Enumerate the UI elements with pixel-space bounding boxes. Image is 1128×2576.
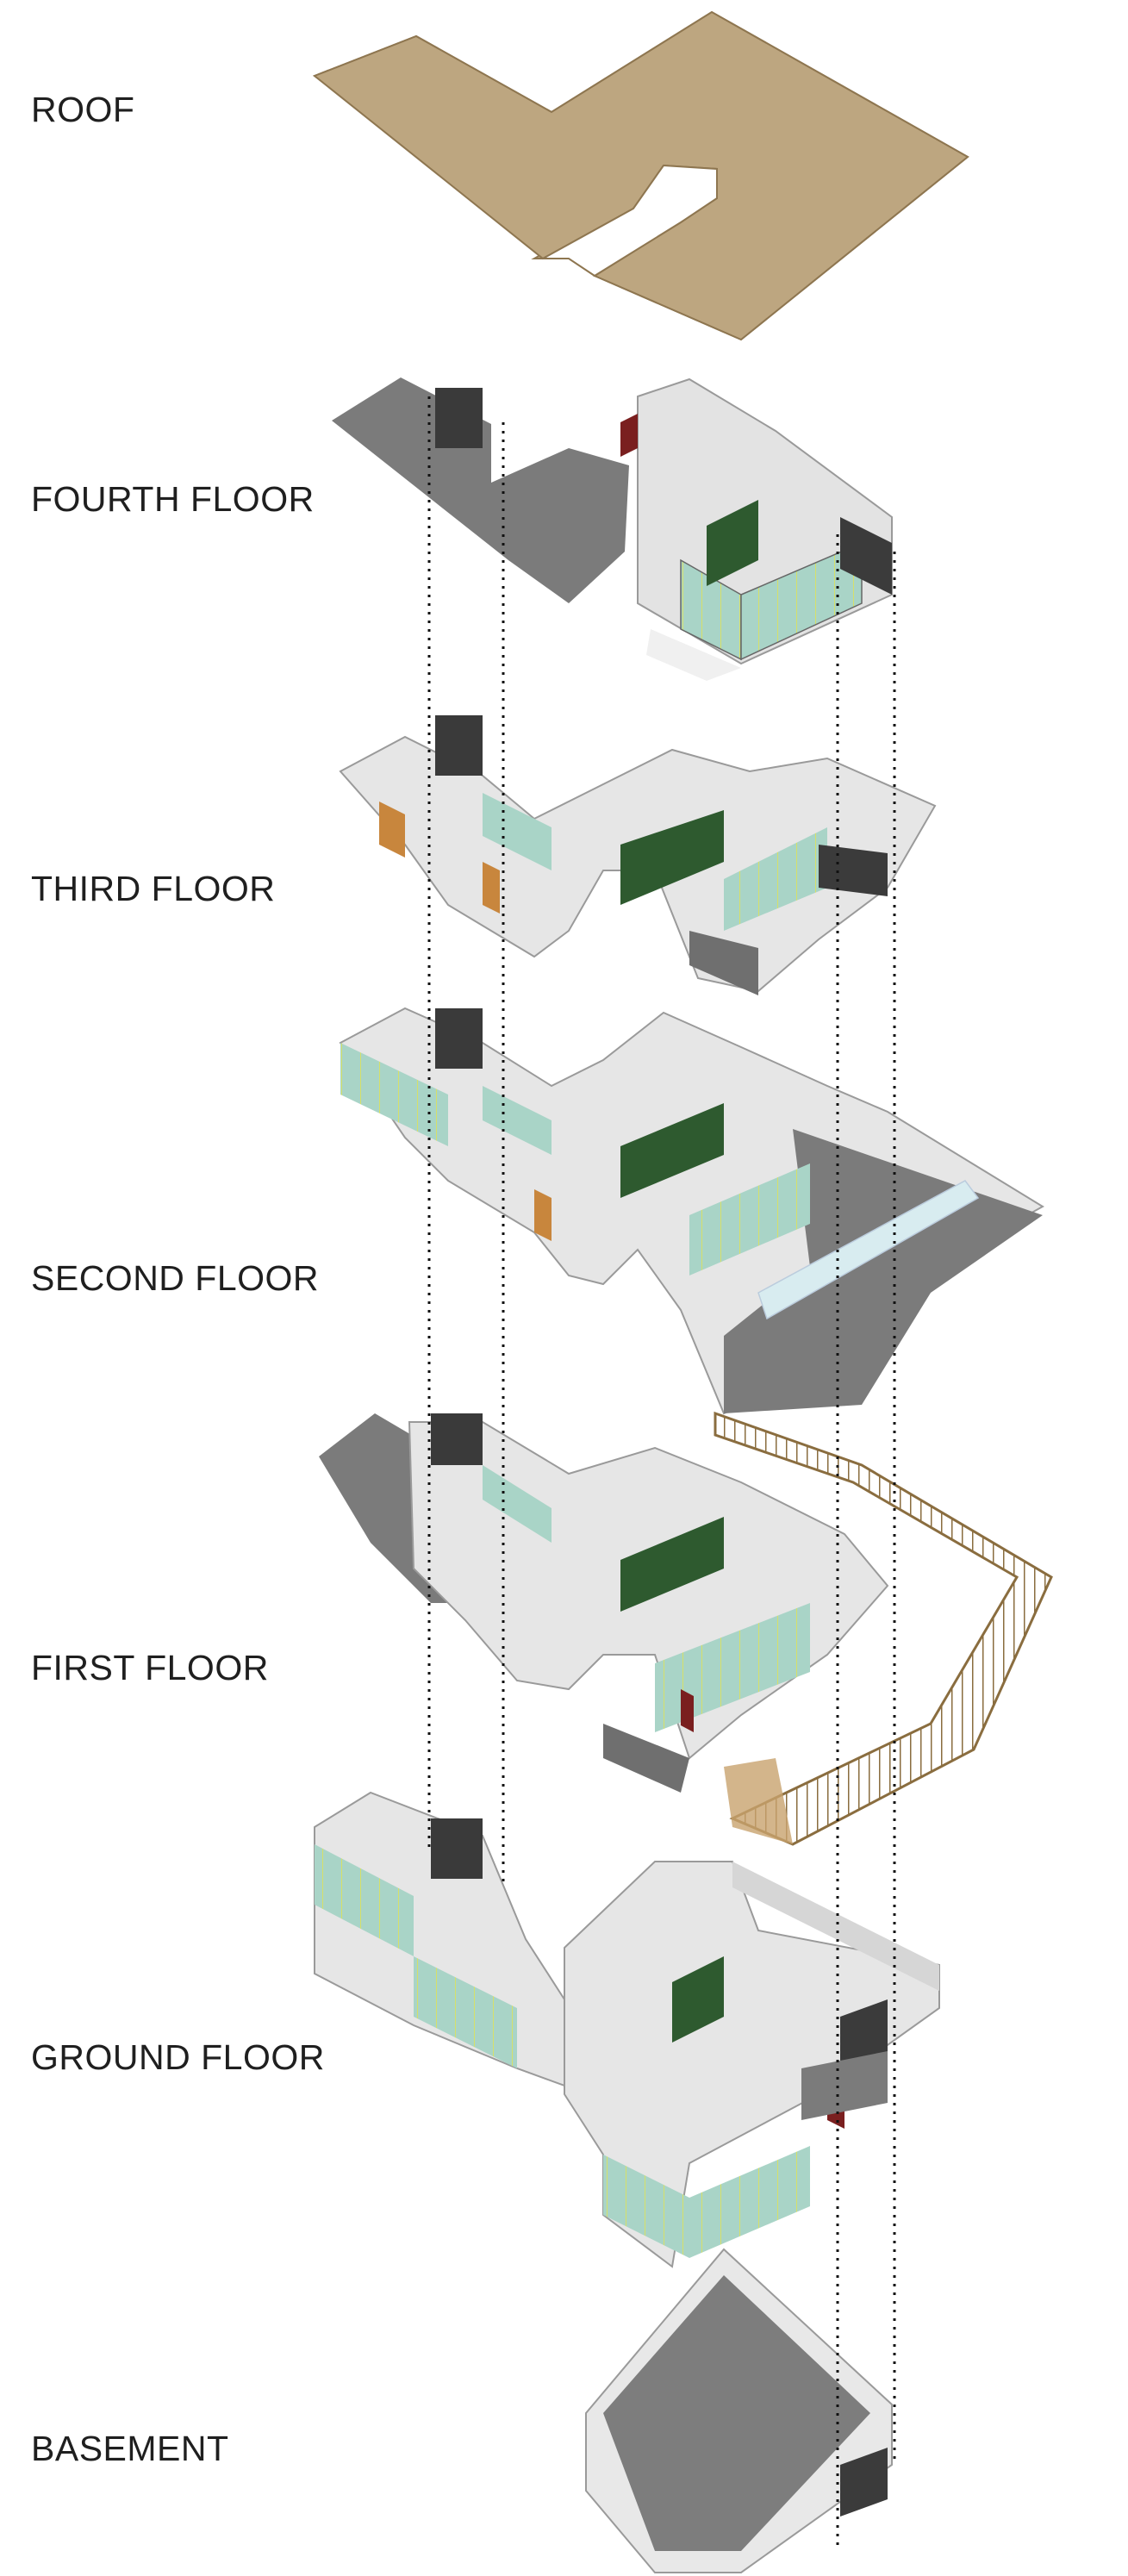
second-floor-plan	[339, 1007, 1044, 1415]
basement-plan	[585, 2248, 893, 2573]
fourth-floor-plan	[332, 377, 893, 681]
roof-plan	[312, 10, 969, 341]
floor-label-third: THIRD FLOOR	[31, 869, 276, 908]
floor-label-roof: ROOF	[31, 90, 135, 129]
floor-label-fourth: FOURTH FLOOR	[31, 479, 315, 519]
ground-floor-plan	[314, 1791, 940, 2268]
floor-label-basement: BASEMENT	[31, 2429, 229, 2468]
third-floor-plan	[339, 715, 937, 995]
floor-label-first: FIRST FLOOR	[31, 1648, 269, 1687]
floor-label-ground: GROUND FLOOR	[31, 2037, 325, 2077]
first-floor-plan	[319, 1411, 1053, 1846]
vertical-guide-lines	[427, 396, 896, 2551]
floor-label-second: SECOND FLOOR	[31, 1258, 320, 1298]
